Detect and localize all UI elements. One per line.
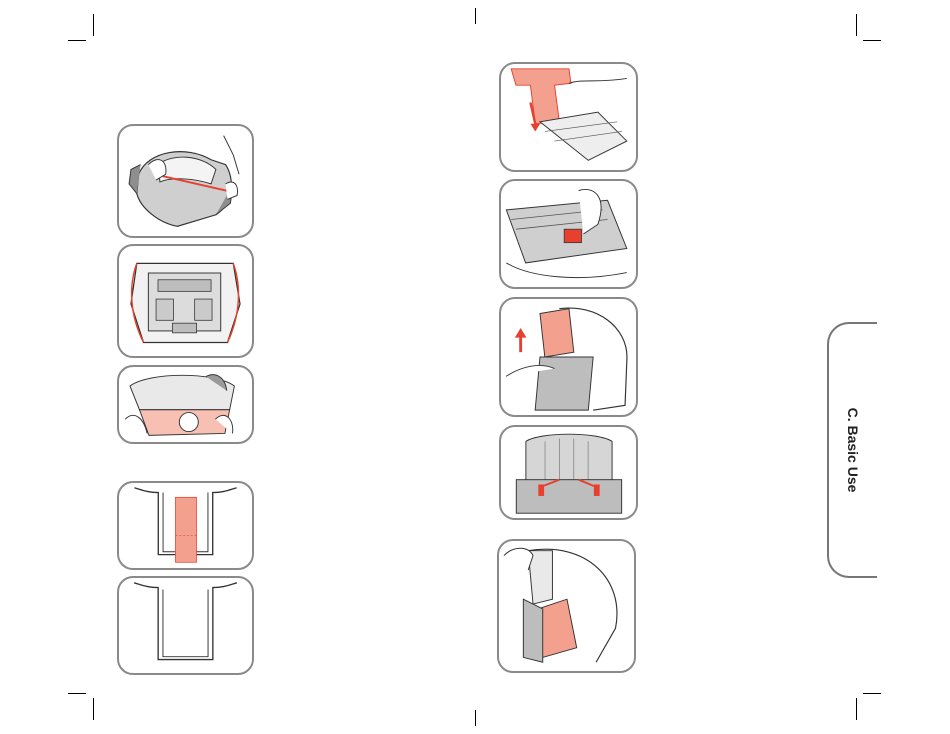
section-tab: C. Basic Use	[827, 322, 877, 578]
crop-mark	[93, 14, 94, 36]
crop-mark	[475, 8, 476, 24]
figure-headrest-lift	[499, 297, 638, 417]
crop-mark	[68, 40, 86, 41]
crop-mark	[856, 14, 857, 36]
crop-mark	[863, 40, 881, 41]
figure-headrest-pull	[497, 539, 636, 673]
crop-mark	[856, 698, 857, 720]
figure-booster-width	[117, 124, 254, 238]
section-tab-label: C. Basic Use	[845, 408, 861, 493]
figure-booster-underside	[117, 244, 254, 358]
figure-backrest-slot-plain	[117, 576, 254, 675]
figure-shoulder-guide	[499, 425, 638, 520]
crop-mark	[475, 710, 476, 726]
figure-backrest-insert	[499, 62, 638, 172]
crop-mark	[863, 693, 881, 694]
figure-backrest-latch	[499, 179, 638, 289]
crop-mark	[68, 693, 86, 694]
crop-mark	[93, 698, 94, 720]
figure-booster-cupholder	[117, 365, 254, 444]
figure-backrest-slot-highlight	[117, 481, 254, 570]
